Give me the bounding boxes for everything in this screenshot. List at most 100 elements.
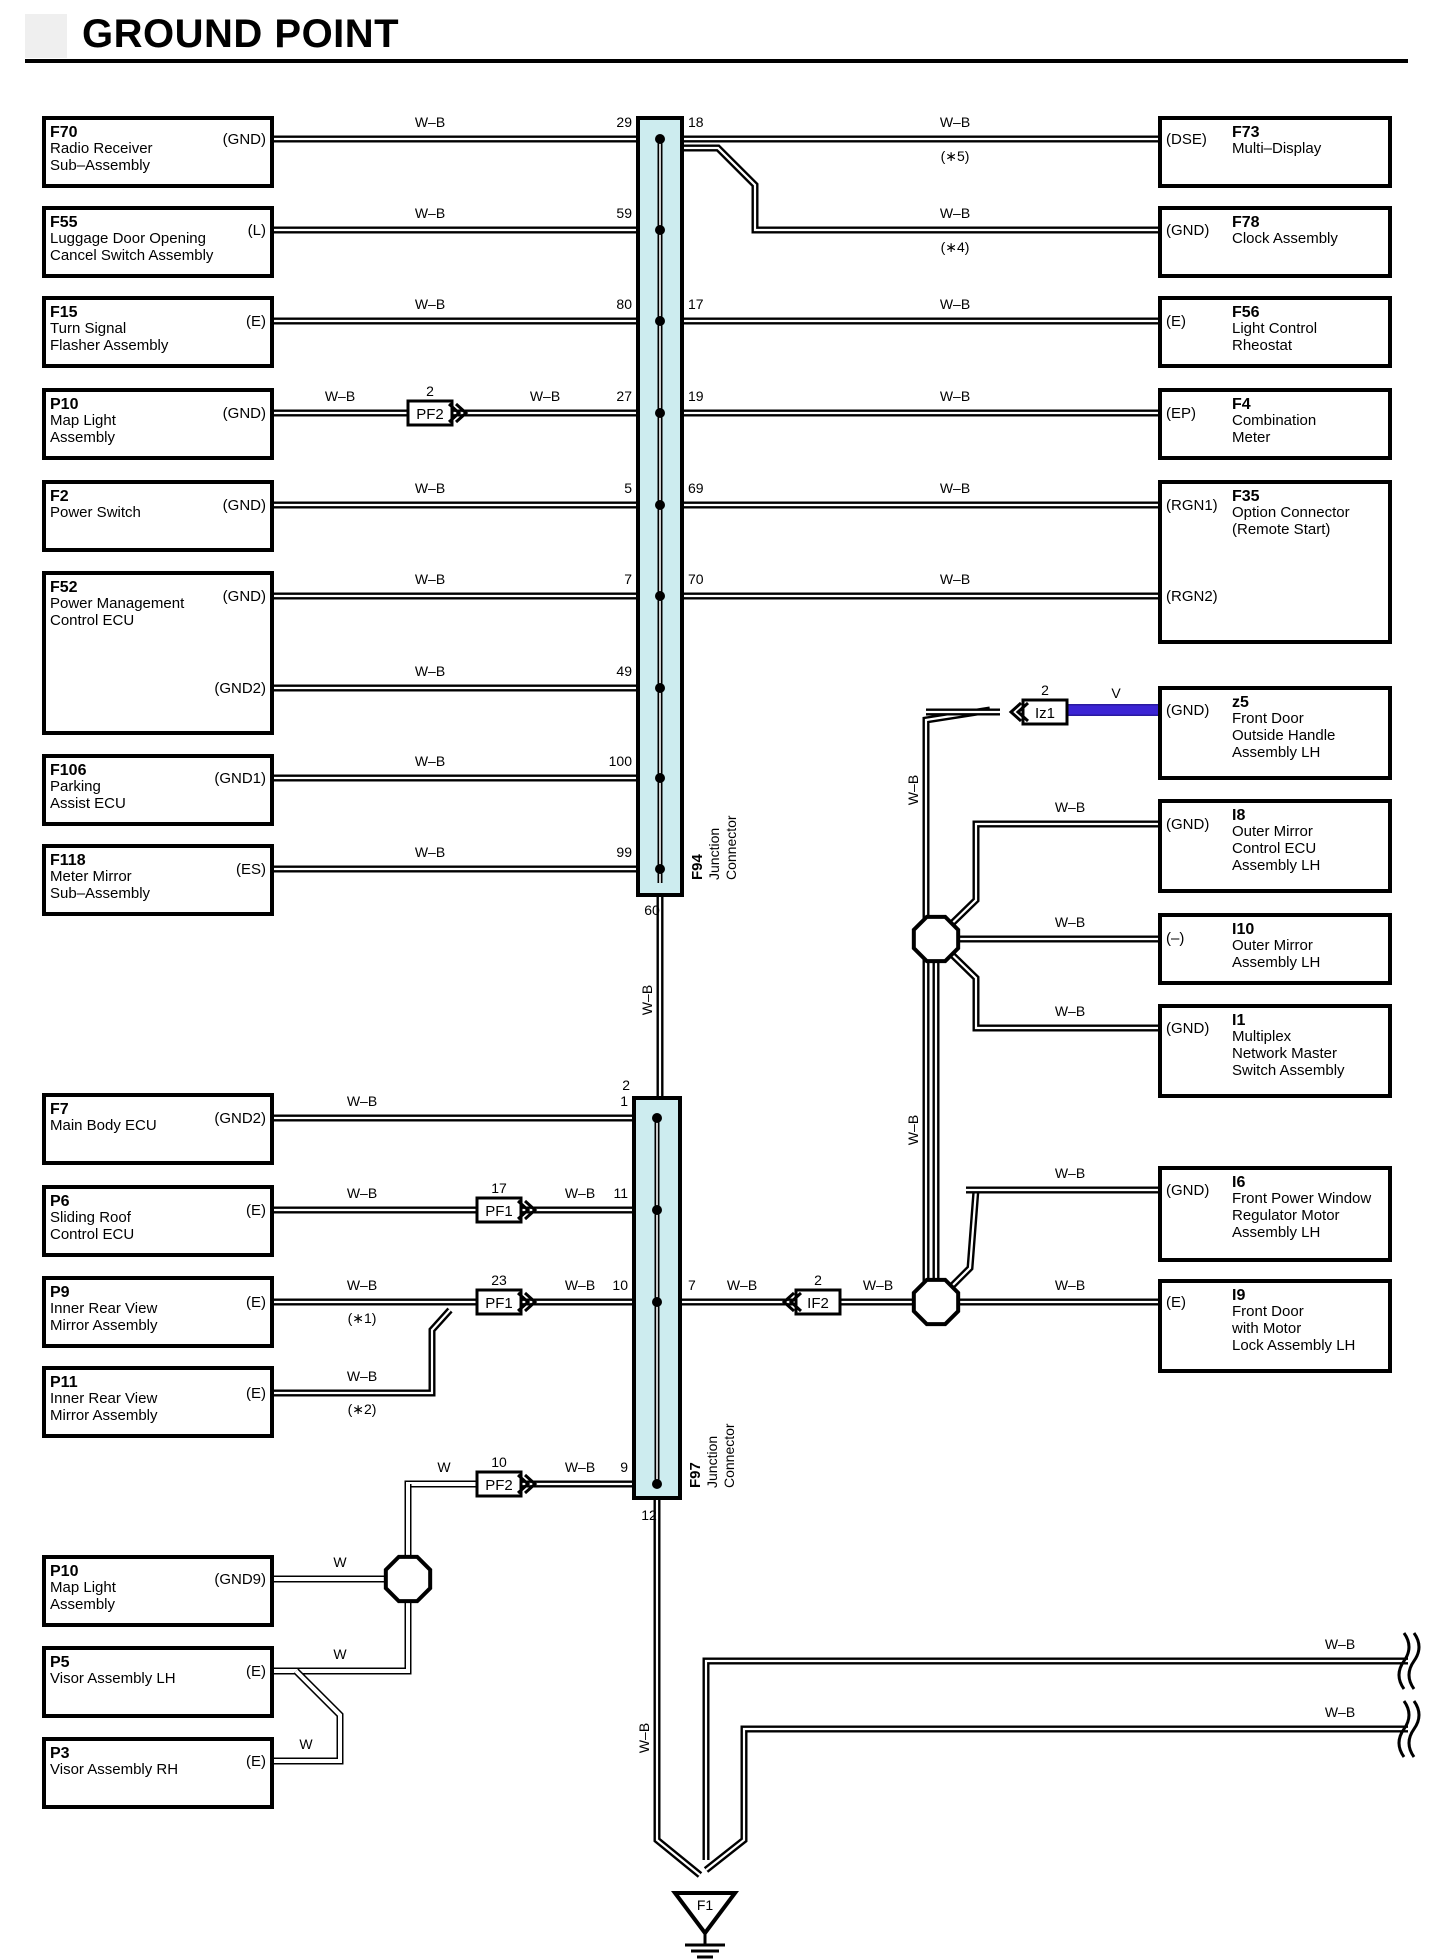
wire-note: (∗5) bbox=[941, 148, 970, 164]
wire-i1 bbox=[933, 936, 1160, 1032]
splice-dot bbox=[652, 1479, 662, 1489]
component-p5 bbox=[42, 1646, 274, 1718]
ground-id: F1 bbox=[697, 1897, 714, 1913]
pin-label: (GND) bbox=[223, 497, 266, 514]
component-id: I9 bbox=[1232, 1287, 1245, 1304]
pin-label: (GND2) bbox=[214, 680, 266, 697]
component-id: P6 bbox=[50, 1193, 70, 1210]
splice-dot bbox=[652, 1113, 662, 1123]
component-id: F35 bbox=[1232, 488, 1260, 505]
component-i9 bbox=[1158, 1279, 1392, 1373]
splice-dot bbox=[655, 773, 665, 783]
component-desc: Sliding Roof bbox=[50, 1209, 132, 1226]
pin-label: (GND) bbox=[223, 131, 266, 148]
component-id: F73 bbox=[1232, 124, 1260, 141]
component-f2 bbox=[42, 480, 274, 552]
pin-label: (GND) bbox=[223, 405, 266, 422]
wire-outline bbox=[653, 1498, 703, 1878]
junction-pin-number: 49 bbox=[616, 663, 632, 679]
wire-color-label: W bbox=[333, 1646, 347, 1662]
component-desc: Main Body ECU bbox=[50, 1117, 157, 1134]
wire-break-icon bbox=[1397, 1700, 1411, 1758]
pin-label: (E) bbox=[246, 1385, 266, 1402]
splice-dot bbox=[652, 1297, 662, 1307]
component-desc: Lock Assembly LH bbox=[1232, 1337, 1355, 1354]
component-desc: Rheostat bbox=[1232, 337, 1293, 354]
splice-dot bbox=[655, 591, 665, 601]
splice-dot bbox=[655, 864, 665, 874]
splice-dot bbox=[655, 500, 665, 510]
title-rule bbox=[25, 59, 1408, 63]
wire-core bbox=[705, 1727, 1408, 1871]
component-id: F7 bbox=[50, 1101, 69, 1118]
wire-core bbox=[272, 1669, 342, 1763]
component-id: F70 bbox=[50, 124, 78, 141]
junction-pin-number: 29 bbox=[616, 114, 632, 130]
inline-connector-id: PF1 bbox=[485, 1295, 513, 1312]
inline-connector-if2 bbox=[794, 1288, 842, 1316]
junction-pin-number: 7 bbox=[624, 571, 632, 587]
inline-connector-iz1 bbox=[1021, 698, 1069, 726]
component-desc: (Remote Start) bbox=[1232, 521, 1330, 538]
connector-arrow-icon bbox=[523, 1199, 538, 1221]
junction-pin-number: 19 bbox=[688, 388, 704, 404]
wire-color-label: W–B bbox=[347, 1185, 377, 1201]
wire-note: (∗4) bbox=[941, 239, 970, 255]
wire-color-label: W–B bbox=[639, 985, 655, 1015]
component-desc: Assembly LH bbox=[1232, 857, 1320, 874]
wire-note: (∗2) bbox=[348, 1401, 377, 1417]
inline-connector-id: PF1 bbox=[485, 1203, 513, 1220]
component-desc: Light Control bbox=[1232, 320, 1317, 337]
inline-connector-pf2 bbox=[475, 1470, 523, 1498]
component-desc: with Motor bbox=[1231, 1320, 1301, 1337]
inline-connector-id: Iz1 bbox=[1035, 705, 1055, 722]
component-desc: Control ECU bbox=[1232, 840, 1316, 857]
splice-dot bbox=[655, 683, 665, 693]
connector-arrow-icon bbox=[523, 1473, 538, 1495]
component-f15 bbox=[42, 296, 274, 368]
inline-connector-pin: 10 bbox=[491, 1454, 507, 1470]
component-id: F15 bbox=[50, 304, 78, 321]
wire-color-label: W–B bbox=[863, 1277, 893, 1293]
component-id: F52 bbox=[50, 579, 78, 596]
pin-label: (DSE) bbox=[1166, 131, 1207, 148]
junction-pin-number: 100 bbox=[609, 753, 633, 769]
component-id: F55 bbox=[50, 214, 78, 231]
connector-arrow-icon bbox=[516, 1199, 531, 1221]
pin-label: (E) bbox=[246, 1753, 266, 1770]
pin-label: (GND2) bbox=[214, 1110, 266, 1127]
pin-label: (E) bbox=[246, 1294, 266, 1311]
wire-outline bbox=[703, 1725, 1408, 1873]
component-f78 bbox=[1158, 206, 1392, 278]
inline-connector-pin: 2 bbox=[426, 383, 434, 399]
wire-color-label: W–B bbox=[565, 1459, 595, 1475]
component-desc: Inner Rear View bbox=[50, 1390, 157, 1407]
wire-p11 bbox=[272, 1307, 453, 1397]
wire-color-label: W bbox=[333, 1554, 347, 1570]
wire-color-label: W–B bbox=[530, 388, 560, 404]
wire-color-label: W–B bbox=[1325, 1704, 1355, 1720]
component-f7 bbox=[42, 1093, 274, 1165]
splice-dot bbox=[655, 134, 665, 144]
wire-i6 bbox=[933, 1186, 1160, 1305]
wire-f97-ground bbox=[653, 1498, 703, 1878]
junction-name: Junction bbox=[706, 828, 722, 880]
component-desc: Assembly LH bbox=[1232, 954, 1320, 971]
component-desc: Front Door bbox=[1232, 1303, 1304, 1320]
wire-core bbox=[935, 938, 1160, 1030]
component-i10 bbox=[1158, 913, 1392, 985]
junction-name: Connector bbox=[721, 1423, 737, 1488]
wire-color-label: W–B bbox=[415, 663, 445, 679]
wire-core bbox=[935, 822, 1160, 940]
component-desc: Switch Assembly bbox=[1232, 1062, 1345, 1079]
component-id: F118 bbox=[50, 852, 86, 869]
component-desc: Power Management bbox=[50, 595, 185, 612]
splice-dot bbox=[655, 225, 665, 235]
wire-color-label: W–B bbox=[565, 1277, 595, 1293]
component-id: P11 bbox=[50, 1374, 78, 1391]
component-p3 bbox=[42, 1737, 274, 1809]
pin-label: (E) bbox=[246, 1663, 266, 1680]
wire-color-label: W–B bbox=[940, 480, 970, 496]
component-z5 bbox=[1158, 686, 1392, 780]
component-desc: Front Power Window bbox=[1232, 1190, 1371, 1207]
